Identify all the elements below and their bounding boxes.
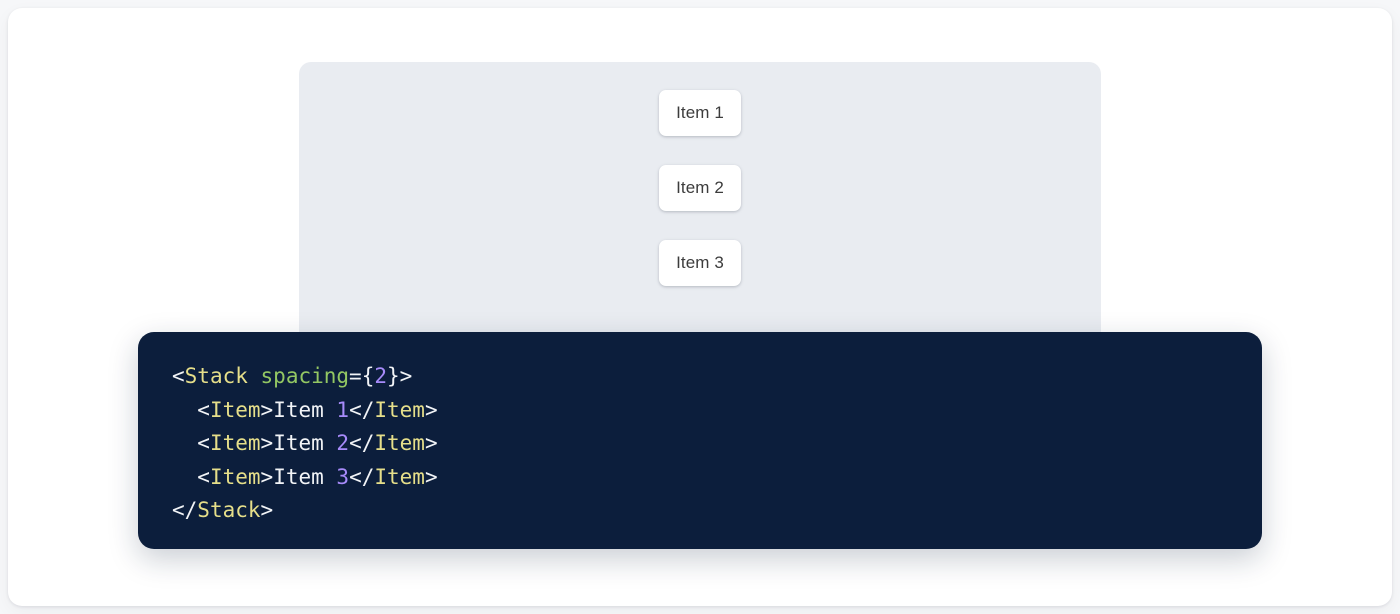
code-token-num: 2 (336, 431, 350, 456)
code-token-punct: </ (349, 464, 375, 489)
code-block: <Stack spacing={2}> <Item>Item 1</Item> … (138, 332, 1262, 549)
preview-panel: Item 1 Item 2 Item 3 (299, 62, 1101, 362)
code-token-punct: </ (349, 431, 375, 456)
code-token-punct: }> (387, 364, 413, 388)
stack-item-label: Item 3 (676, 253, 724, 272)
code-token-punct: > (260, 431, 274, 456)
code-token-text: Item (273, 397, 337, 422)
stack-container: Item 1 Item 2 Item 3 (299, 62, 1101, 286)
code-token-punct: </ (349, 397, 375, 422)
stack-item-label: Item 2 (676, 178, 724, 197)
code-token-text: Item (273, 431, 337, 456)
code-line: <Item>Item 2</Item> (172, 431, 438, 456)
code-token-punct: < (197, 397, 210, 422)
code-token-punct: > (424, 431, 438, 456)
code-token-text: Item (273, 464, 337, 489)
code-token-tag: Item (374, 397, 425, 422)
code-token-num: 3 (336, 464, 350, 489)
code-token-punct: ={ (349, 364, 375, 388)
code-snippet: <Stack spacing={2}> <Item>Item 1</Item> … (172, 360, 1228, 528)
code-token-tag: Item (209, 397, 261, 422)
code-token-punct: > (424, 464, 438, 489)
code-token-tag: Stack (184, 364, 248, 388)
code-token-punct: < (197, 464, 210, 489)
code-token-tag: Item (374, 464, 425, 489)
code-token-punct: > (260, 464, 274, 489)
code-line: <Item>Item 3</Item> (172, 464, 438, 489)
code-line: </Stack> (172, 498, 273, 522)
stack-item[interactable]: Item 1 (659, 90, 741, 136)
code-token-tag: Item (209, 431, 261, 456)
code-token-punct: > (260, 498, 274, 523)
code-token-punct: < (197, 431, 210, 456)
code-token-tag: Item (374, 431, 425, 456)
stack-item-label: Item 1 (676, 103, 724, 122)
code-token-num: 1 (336, 397, 350, 422)
stack-item[interactable]: Item 3 (659, 240, 741, 286)
code-token-tag: Stack (197, 498, 261, 523)
stack-item[interactable]: Item 2 (659, 165, 741, 211)
code-line: <Item>Item 1</Item> (172, 397, 438, 422)
code-token-punct: > (260, 397, 274, 422)
code-token-punct: > (424, 397, 438, 422)
code-token-tag: Item (209, 464, 261, 489)
code-token-punct: < (172, 364, 185, 388)
code-token-punct: </ (172, 498, 198, 523)
code-token-num: 2 (374, 364, 387, 388)
code-token-text (248, 364, 261, 388)
code-line: <Stack spacing={2}> (172, 364, 412, 388)
code-token-attr: spacing (260, 364, 350, 388)
